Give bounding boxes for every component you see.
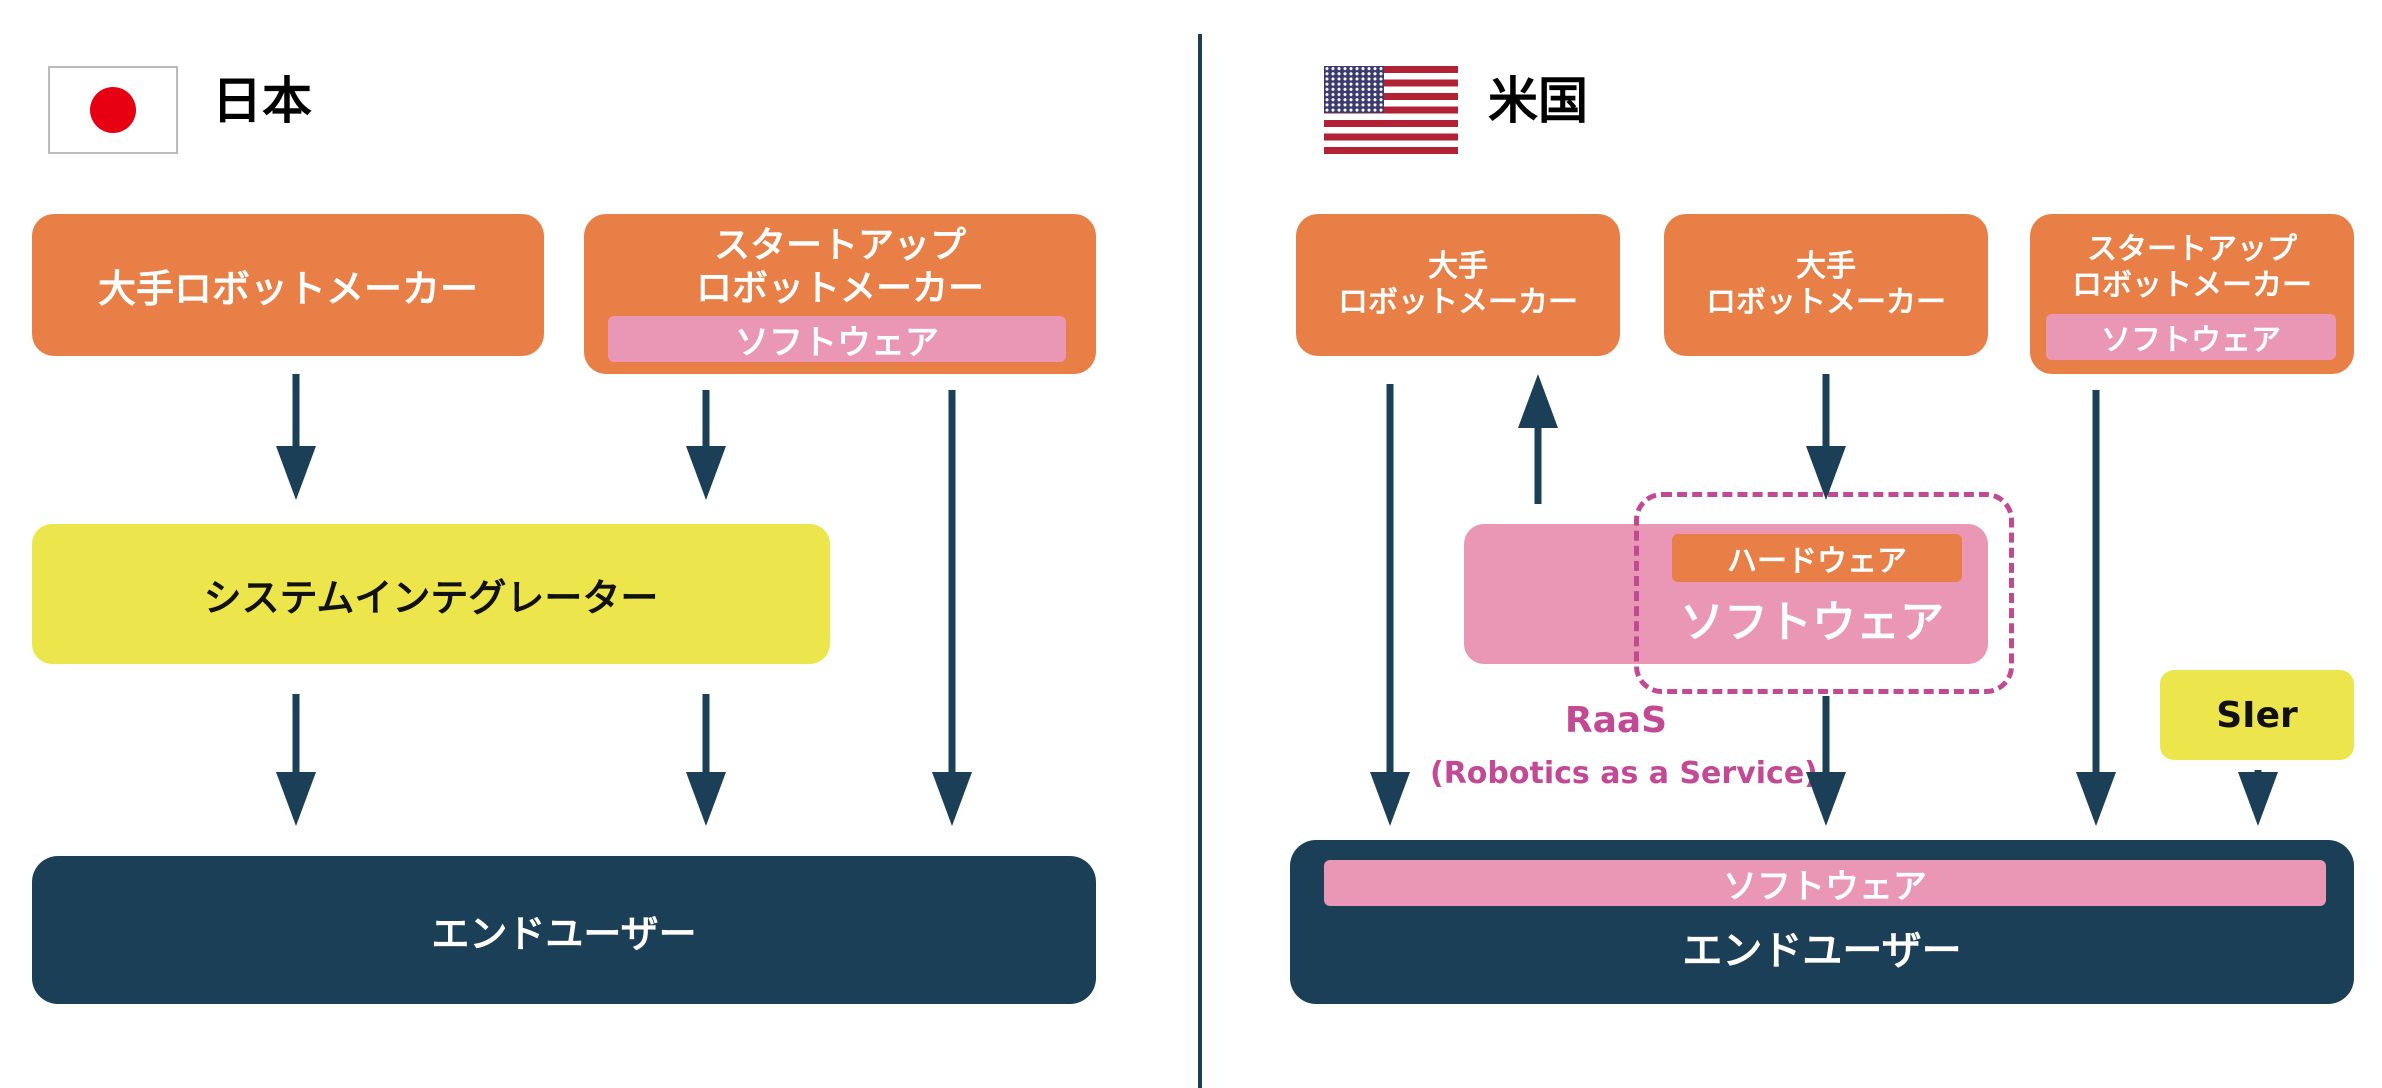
usa-end-user-label: エンドユーザー bbox=[1682, 928, 1962, 974]
usa-startup-maker-label-line1: スタートアップ bbox=[2087, 232, 2297, 267]
usa-major-maker-1-label-line1: 大手 bbox=[1428, 249, 1488, 284]
usa-major-maker-1-label-line2: ロボットメーカー bbox=[1338, 285, 1578, 320]
usa-end-user-software-label: ソフトウェア bbox=[1723, 866, 1927, 907]
usa-end-user-software-bar: ソフトウェア bbox=[1324, 860, 2326, 907]
usa-sier: SIer bbox=[2160, 670, 2354, 760]
japan-flag-icon bbox=[48, 66, 178, 154]
usa-major-maker-2-label-line1: 大手 bbox=[1796, 249, 1856, 284]
usa-sier-label: SIer bbox=[2216, 694, 2298, 736]
usa-major-robot-maker-2: 大手 ロボットメーカー bbox=[1664, 214, 1988, 356]
usa-startup-software-label: ソフトウェア bbox=[2101, 323, 2281, 358]
usa-arrow-major1-to-enduser bbox=[1370, 384, 1410, 826]
usa-startup-software-bar: ソフトウェア bbox=[2046, 314, 2336, 360]
usa-hardware-label: ハードウェア bbox=[1727, 544, 1907, 579]
japan-system-integrator-label: システムインテグレーター bbox=[203, 575, 659, 620]
japan-arrow-major-to-si bbox=[276, 374, 316, 500]
usa-major-maker-2-label-line2: ロボットメーカー bbox=[1706, 285, 1946, 320]
usa-software-main-label: ソフトウェア bbox=[1680, 597, 1944, 648]
usa-hardware-bar: ハードウェア bbox=[1672, 534, 1962, 582]
usa-flag-icon bbox=[1324, 66, 1458, 154]
japan-arrow-si-to-enduser-left bbox=[276, 694, 316, 826]
japan-startup-software-label: ソフトウェア bbox=[735, 322, 939, 363]
usa-arrow-sier-to-enduser bbox=[2238, 770, 2278, 826]
japan-arrow-startup-to-si bbox=[686, 390, 726, 500]
japan-startup-maker-label-line2: ロボットメーカー bbox=[695, 268, 984, 310]
japan-system-integrator: システムインテグレーター bbox=[32, 524, 830, 664]
japan-major-robot-maker: 大手ロボットメーカー bbox=[32, 214, 544, 356]
usa-end-user-label-wrap: エンドユーザー bbox=[1290, 912, 2354, 982]
usa-major-robot-maker-1: 大手 ロボットメーカー bbox=[1296, 214, 1620, 356]
center-divider bbox=[1198, 34, 1202, 1088]
japan-arrow-startup-to-enduser bbox=[932, 390, 972, 826]
japan-arrow-si-to-enduser-right bbox=[686, 694, 726, 826]
usa-raas-label: RaaS bbox=[1564, 700, 1668, 741]
japan-title: 日本 bbox=[212, 72, 312, 130]
usa-startup-maker-label-line2: ロボットメーカー bbox=[2072, 268, 2312, 303]
usa-arrow-major2-to-raas bbox=[1806, 374, 1846, 500]
japan-startup-software-bar: ソフトウェア bbox=[608, 316, 1066, 363]
usa-arrow-raas-to-enduser bbox=[1806, 696, 1846, 826]
usa-title: 米国 bbox=[1488, 72, 1588, 130]
japan-startup-maker-label-line1: スタートアップ bbox=[713, 225, 966, 266]
usa-raas-full-label: (Robotics as a Service) bbox=[1430, 756, 1818, 791]
usa-arrow-startup-to-enduser bbox=[2076, 390, 2116, 826]
japan-end-user: エンドユーザー bbox=[32, 856, 1096, 1004]
japan-major-robot-maker-label: 大手ロボットメーカー bbox=[97, 266, 478, 311]
usa-software-main: ソフトウェア bbox=[1632, 586, 1992, 650]
japan-end-user-label: エンドユーザー bbox=[431, 911, 697, 956]
usa-arrow-raas-to-major1 bbox=[1518, 374, 1558, 504]
